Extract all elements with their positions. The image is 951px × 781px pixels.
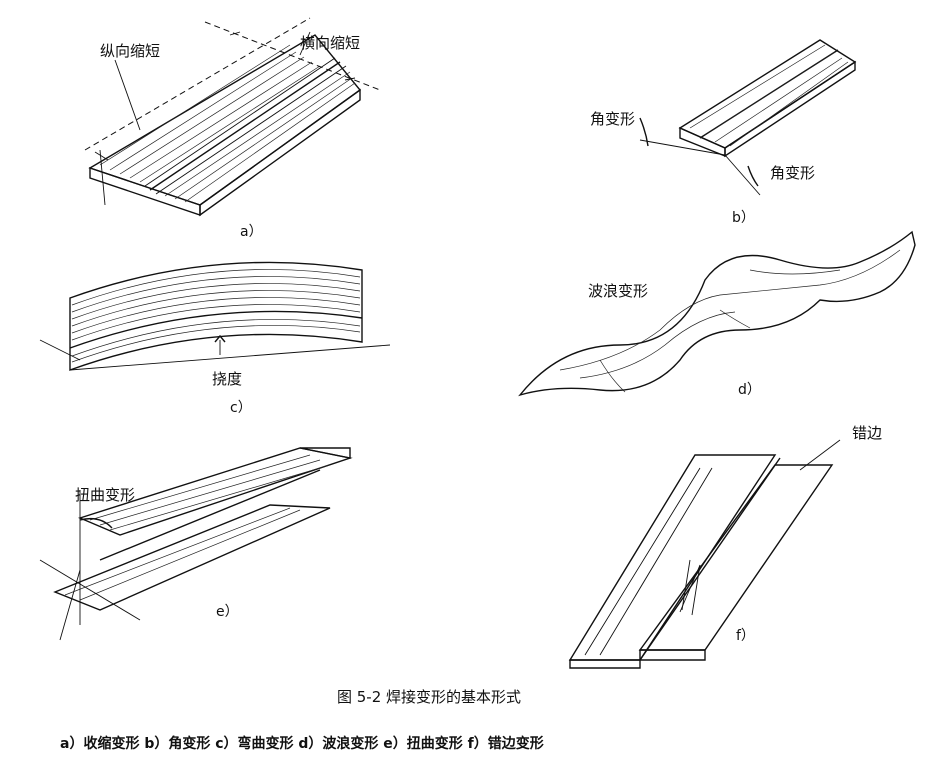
panel-b-angular: 角变形 角变形 b） [590, 39, 857, 226]
figure-legend: a）收缩变形 b）角变形 c）弯曲变形 d）波浪变形 e）扭曲变形 f）错边变形 [60, 735, 544, 752]
panel-c-bending: 挠度 c） [39, 261, 391, 416]
panel-a-shrinkage: 纵向缩短 横向缩短 a） [84, 17, 381, 240]
label-angular-bottom: 角变形 [770, 164, 815, 182]
panel-f-misalignment: 错边 f） [568, 424, 882, 669]
panel-e-twist: 扭曲变形 e） [39, 447, 353, 641]
label-deflection: 挠度 [212, 370, 242, 388]
label-misalignment: 错边 [852, 424, 882, 442]
label-longitudinal-shrinkage: 纵向缩短 [100, 42, 160, 60]
figure-caption: 图 5-2 焊接变形的基本形式 [337, 688, 521, 706]
label-wavy: 波浪变形 [588, 282, 648, 300]
sublabel-a: a） [240, 224, 263, 240]
sublabel-d: d） [738, 382, 761, 398]
sublabel-b: b） [732, 210, 755, 226]
sublabel-c: c） [230, 400, 252, 416]
sublabel-f: f） [736, 628, 755, 644]
label-transverse-shrinkage: 横向缩短 [300, 34, 360, 52]
panel-d-wavy: 波浪变形 d） [518, 230, 916, 398]
sublabel-e: e） [216, 604, 239, 620]
label-twist: 扭曲变形 [75, 486, 135, 504]
label-angular-top: 角变形 [590, 110, 635, 128]
